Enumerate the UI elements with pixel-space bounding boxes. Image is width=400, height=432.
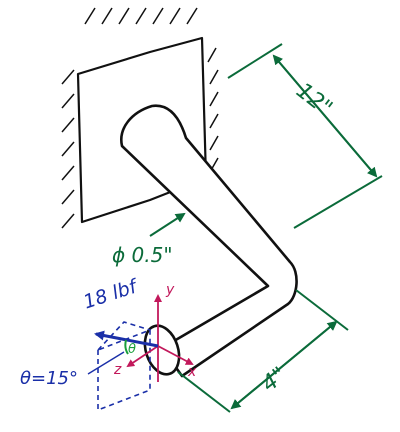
force-projection-top	[97, 321, 151, 351]
dimension-12in	[227, 43, 383, 229]
diameter-leader	[149, 212, 186, 237]
angle-leader	[87, 351, 125, 375]
force-arrow	[94, 330, 159, 348]
dimension-4in	[177, 289, 349, 413]
angle-arc	[124, 339, 129, 355]
force-projection-box	[97, 328, 151, 412]
coordinate-axes	[126, 294, 194, 382]
axis-z-label: z	[113, 362, 122, 378]
pipe-body	[120, 104, 298, 378]
axis-y-label: y	[165, 282, 175, 298]
angle-label: θ=15°	[20, 368, 78, 389]
axis-x-label: x	[187, 364, 197, 380]
wall-hatching	[61, 7, 219, 229]
angle-symbol: θ	[128, 342, 136, 357]
dimension-4in-label: 4"	[257, 363, 291, 398]
pipe-end-ellipse	[143, 324, 181, 376]
force-label: 18 lbf	[81, 275, 143, 314]
diameter-label: ϕ 0.5"	[112, 243, 173, 267]
